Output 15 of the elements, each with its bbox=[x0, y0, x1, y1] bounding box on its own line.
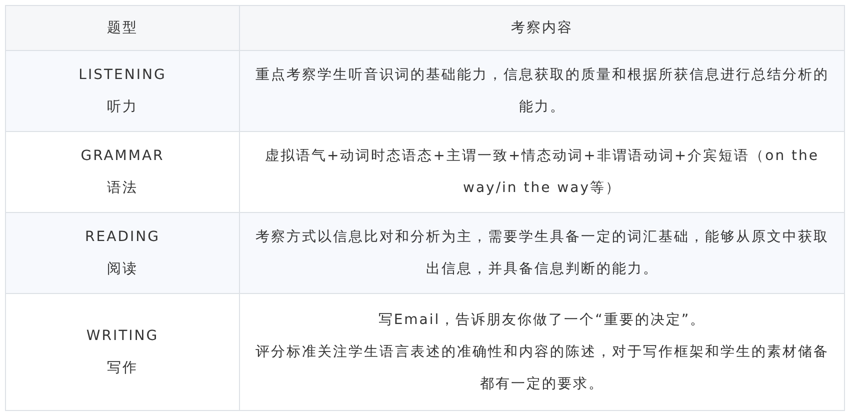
cell-text: 写Email，告诉朋友你做了一个“重要的决定”。 bbox=[377, 311, 707, 330]
row-header-text: LISTENING bbox=[78, 66, 168, 85]
row-header-text: 听力 bbox=[106, 98, 139, 117]
cell-text: 评分标准关注学生语言表述的准确性和内容的陈述，对于写作框架和学生的素材储备都有一定的要求。 bbox=[254, 343, 830, 394]
cell-text: 重点考察学生听音识词的基础能力，信息获取的质量和根据所获信息进行总结分析的能力。 bbox=[254, 66, 830, 117]
cell-text: 虚拟语气+动词时态语态+主谓一致+情态动词+非谓语动词+介宾短语（on the way/in the way等） bbox=[264, 147, 820, 198]
cell-text: 考察方式以信息比对和分析为主，需要学生具备一定的词汇基础，能够从原文中获取出信息，并具备信息判断的能力。 bbox=[254, 228, 830, 279]
row-header-text: GRAMMAR bbox=[80, 147, 166, 166]
row-header-text: READING bbox=[84, 228, 161, 247]
row-header-text: 写作 bbox=[106, 359, 139, 378]
row-header-text: 语法 bbox=[106, 179, 139, 198]
row-header-text: WRITING bbox=[85, 327, 160, 346]
column-header: 考察内容 bbox=[510, 19, 574, 38]
row-header-text: 阅读 bbox=[106, 260, 139, 279]
column-header: 题型 bbox=[106, 19, 139, 38]
